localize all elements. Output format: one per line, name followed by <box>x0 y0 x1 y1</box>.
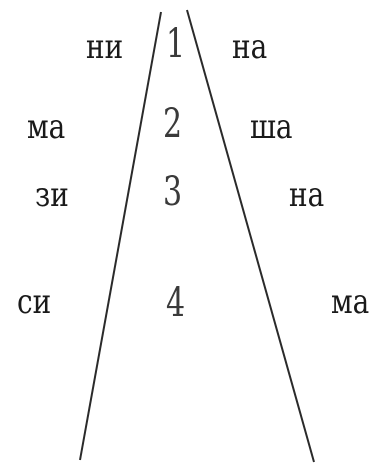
left-syllable-4: си <box>17 282 52 322</box>
row-number-4: 4 <box>166 280 186 326</box>
left-syllable-2: ма <box>27 107 66 147</box>
right-syllable-4: ма <box>331 282 370 322</box>
row-number-1: 1 <box>166 21 186 67</box>
right-syllable-2: ша <box>250 107 293 147</box>
right-syllable-1: на <box>232 27 268 67</box>
row-number-2: 2 <box>163 101 183 147</box>
row-number-3: 3 <box>163 169 183 215</box>
right-syllable-3: на <box>289 175 325 215</box>
left-diagonal-line <box>79 11 162 461</box>
right-diagonal-line <box>186 9 315 463</box>
left-syllable-3: зи <box>35 175 69 215</box>
left-syllable-1: ни <box>86 27 124 67</box>
